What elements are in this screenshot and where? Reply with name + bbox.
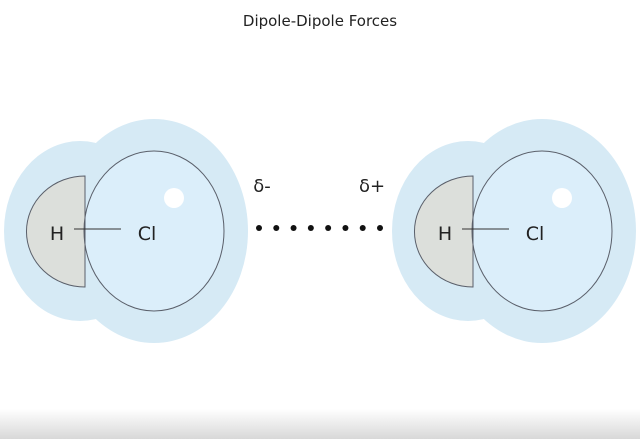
partial-positive-charge: δ+ [359,176,385,197]
molecule-left: H Cl [4,119,248,343]
atom-label-cl: Cl [526,223,545,245]
atom-label-cl: Cl [138,223,157,245]
molecule-right: H Cl [392,119,636,343]
attraction-dot [342,225,349,231]
attraction-dot [325,225,332,231]
attraction-dot [256,225,262,231]
chlorine-atom [471,150,613,312]
highlight-dot [164,188,184,208]
hydrogen-atom [26,175,86,288]
atom-label-h: H [50,223,64,245]
attraction-dot [359,225,366,231]
attraction-dot [377,225,383,231]
bottom-gradient-bar [0,409,640,439]
dipole-attraction-dots [256,225,383,231]
attraction-dot [290,225,297,231]
chlorine-atom [83,150,225,312]
highlight-dot [552,188,572,208]
partial-negative-charge: δ- [253,176,271,197]
attraction-dot [273,225,280,231]
diagram-title: Dipole-Dipole Forces [243,12,397,30]
atom-label-h: H [438,223,452,245]
attraction-dot [307,225,314,231]
hydrogen-atom [414,175,474,288]
